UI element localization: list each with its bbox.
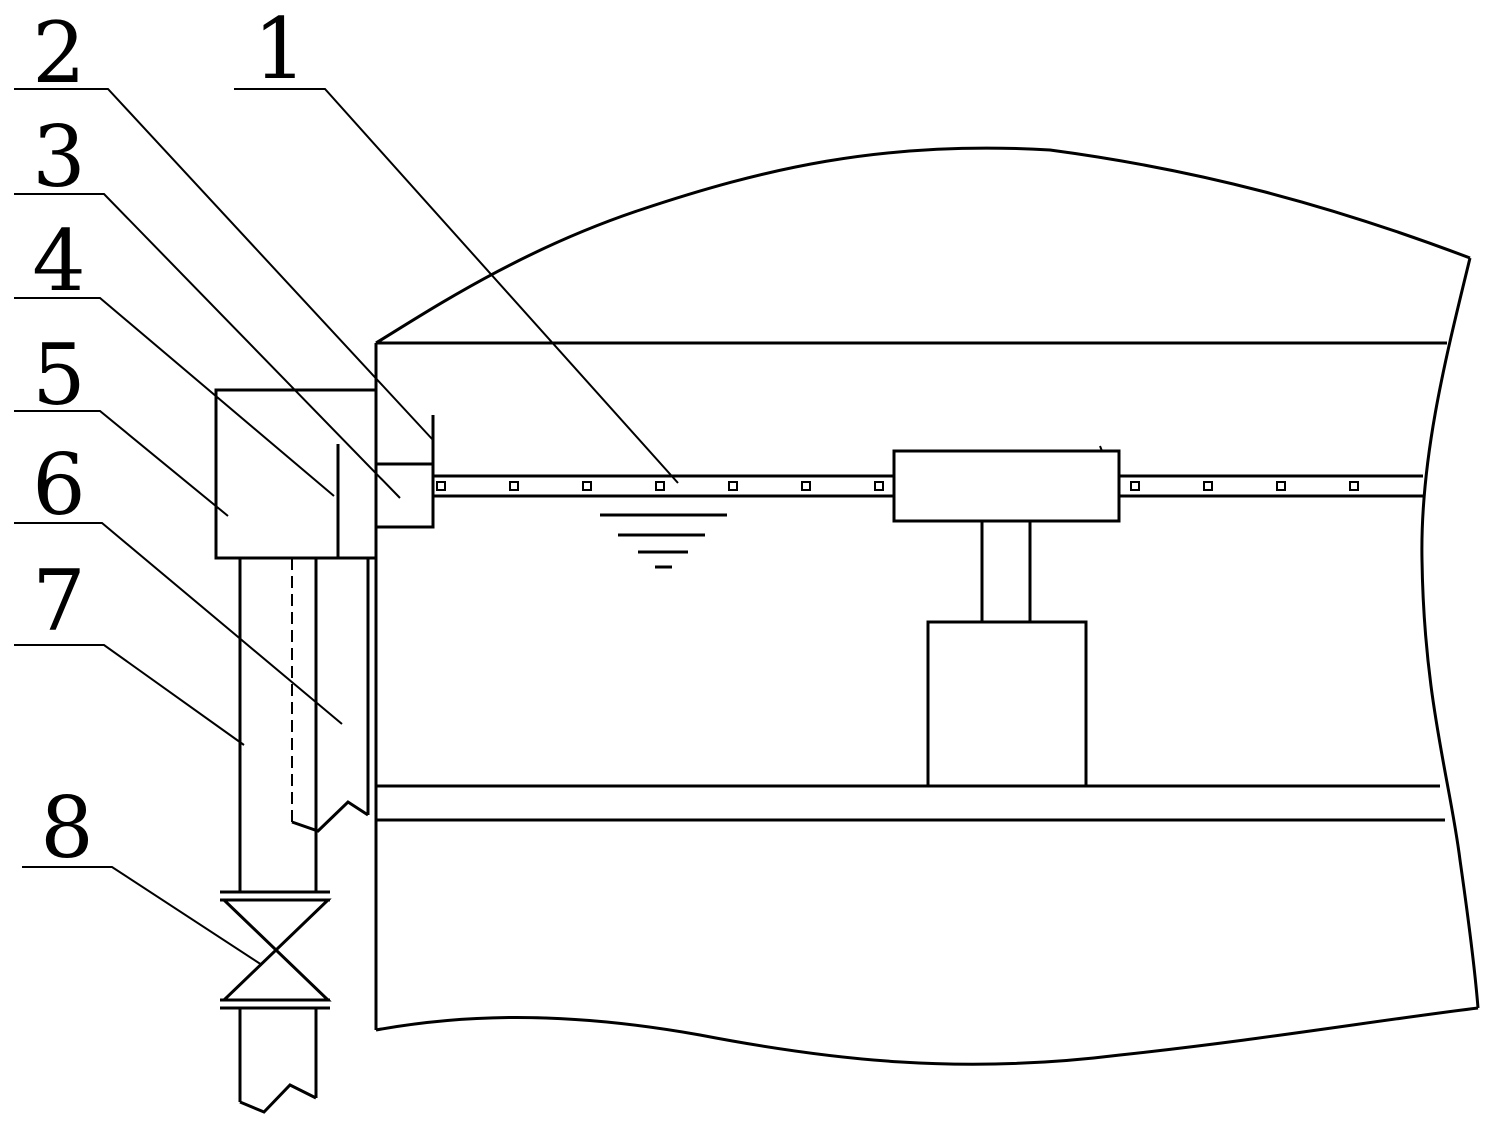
label-1: 1 xyxy=(253,0,306,98)
rail-rollers xyxy=(436,481,1359,491)
carriage-block xyxy=(892,449,1121,523)
rail-roller xyxy=(728,481,738,491)
rail-roller xyxy=(582,481,592,491)
leader-line-7 xyxy=(14,644,245,746)
sleeve-break xyxy=(291,800,369,833)
rail-roller xyxy=(436,481,446,491)
carriage-mark xyxy=(1099,445,1103,452)
leader-line-4 xyxy=(14,297,335,497)
label-4: 4 xyxy=(32,212,85,310)
rail-roller xyxy=(801,481,811,491)
valve xyxy=(220,890,332,1010)
rail-roller xyxy=(874,481,884,491)
leader-line-6 xyxy=(14,522,343,725)
rail-roller xyxy=(1130,481,1140,491)
lower-pipe-break xyxy=(239,1083,317,1114)
leader-line-5 xyxy=(14,410,229,517)
tank-break-outline xyxy=(375,146,1471,345)
water-level-symbol xyxy=(600,513,727,569)
leader-line-3 xyxy=(14,193,401,499)
tank-right-break xyxy=(1420,257,1480,1009)
label-5: 5 xyxy=(32,326,85,424)
label-6: 6 xyxy=(32,436,85,534)
pedestal-block xyxy=(926,620,1088,788)
label-8: 8 xyxy=(40,779,93,877)
leader-line-2 xyxy=(14,88,434,441)
label-2: 2 xyxy=(32,4,85,102)
rail-roller xyxy=(1276,481,1286,491)
label-3: 3 xyxy=(32,108,85,206)
leader-line-8 xyxy=(22,866,263,966)
rail-roller xyxy=(509,481,519,491)
leader-lines xyxy=(14,88,679,966)
rail-roller xyxy=(1203,481,1213,491)
label-7: 7 xyxy=(32,552,85,650)
leader-line-1 xyxy=(234,88,679,484)
inlet-block xyxy=(374,462,435,529)
tank-bottom-break xyxy=(375,1006,1479,1066)
rail-roller xyxy=(655,481,665,491)
rail-roller xyxy=(1349,481,1359,491)
